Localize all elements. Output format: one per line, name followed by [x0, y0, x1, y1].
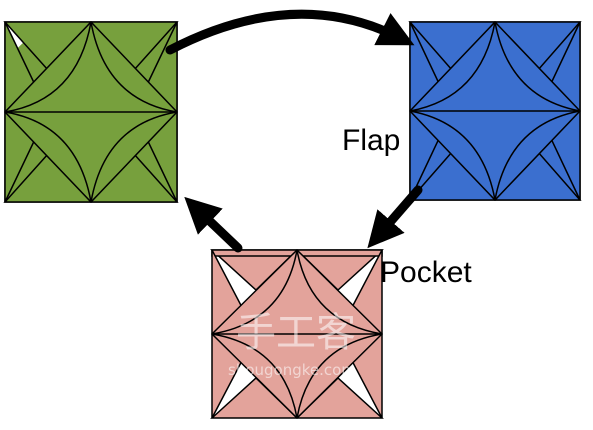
- arrows: [165, 9, 423, 253]
- pocket-label: Pocket: [380, 256, 472, 289]
- pink-curve-star: [211, 249, 383, 419]
- arrow-blue-to-pink: [367, 185, 423, 249]
- blue-curve-star: [409, 21, 581, 201]
- arrow-pink-to-green: [184, 196, 243, 253]
- watermark-latin: shougongke.com: [228, 361, 356, 379]
- arrow-green-to-blue: [165, 9, 415, 55]
- watermark-chinese: 手工客: [236, 310, 356, 356]
- flap-label: Flap: [342, 124, 400, 157]
- watermark: 手工客 shougongke.com: [228, 310, 356, 379]
- green-unit: [3, 20, 179, 204]
- pink-unit: [210, 248, 384, 420]
- blue-unit: [408, 20, 582, 202]
- green-curve-star: [4, 21, 178, 203]
